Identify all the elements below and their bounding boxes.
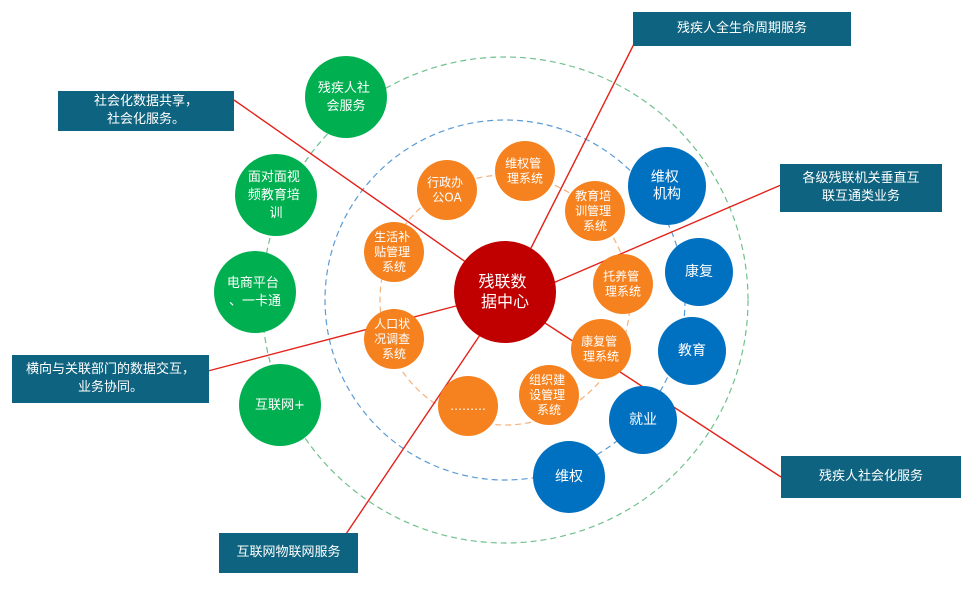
node-rights-mgmt-label: 维权管 理系统 [505,155,545,185]
connector-iot [345,334,481,535]
node-more-circle [438,376,498,436]
node-education-label: 教育 [678,343,706,359]
connector-social-sharing [233,99,471,266]
node-education: 教育 [658,317,726,385]
callout-social-service: 残疾人社会化服务 [781,456,961,498]
node-edu-training-mgmt-label: 教育培 训管理 系统 [575,188,615,233]
node-admin-oa-circle [417,160,477,220]
business-nodes: 维权 机构 康复 教育 就业 维权 [533,147,733,513]
node-more-label: ……… [450,399,486,413]
node-rehab-mgmt-circle [571,319,631,379]
node-ecommerce-circle [214,251,296,333]
node-internet-plus: 互联网+ [239,364,321,446]
callout-vertical: 各级残联机关垂直互 联互通类业务 [780,164,942,212]
node-video-training: 面对面视 频教育培 训 [235,154,317,236]
node-subsidy-mgmt-circle [364,222,424,282]
node-edu-training-mgmt-circle [565,181,625,241]
callout-iot-line-1: 互联网物联网服务 [236,545,341,560]
callout-social-service-line-1: 残疾人社会化服务 [818,469,923,484]
node-social-service: 残疾人社 会服务 [305,56,387,138]
node-rights-mgmt-circle [495,141,555,201]
node-population-survey-circle [364,309,424,369]
callout-horizontal-line-2: 业务协同。 [77,380,143,395]
callout-lifecycle-line-1: 残疾人全生命周期服务 [676,21,807,36]
node-edu-training-mgmt: 教育培 训管理 系统 [565,181,625,241]
node-rights: 维权 [533,441,605,513]
service-nodes: 残疾人社 会服务 面对面视 频教育培 训 电商平台 、一卡通 互联网+ [214,56,387,446]
node-rehab-label: 康复 [685,263,713,280]
node-subsidy-mgmt-label: 生活补 贴管理 系统 [374,230,414,274]
node-ecommerce-label: 电商平台 、一卡通 [227,276,283,309]
node-rehab: 康复 [665,238,733,306]
node-video-training-circle [235,154,317,236]
callout-horizontal: 横向与关联部门的数据交互， 业务协同。 [12,355,209,403]
node-rights-circle [533,441,605,513]
node-admin-oa-label: 行政办 公OA [427,174,467,204]
node-org-build-mgmt-circle [519,365,579,425]
node-care-mgmt-label: 托养管 理系统 [603,268,643,298]
callout-social-sharing: 社会化数据共享， 社会化服务。 [58,91,234,131]
node-care-mgmt: 托养管 理系统 [593,254,653,314]
center-node-circle [454,241,556,343]
connector-vertical [552,184,782,284]
node-social-service-label: 残疾人社 会服务 [318,80,374,114]
node-rights-org-label: 维权 机构 [651,170,683,203]
callout-vertical-line-1: 各级残联机关垂直互 [802,171,920,186]
node-subsidy-mgmt: 生活补 贴管理 系统 [364,222,424,282]
node-employment: 就业 [609,386,677,454]
connector-horizontal [207,305,457,372]
node-video-training-label: 面对面视 频教育培 训 [248,170,304,221]
node-population-survey-label: 人口状 况调查 系统 [374,317,414,361]
node-rehab-mgmt-label: 康复管 理系统 [581,333,621,363]
inner-system-nodes: 行政办 公OA 维权管 理系统 教育培 训管理 系统 托养管 理系统 [364,141,653,436]
node-population-survey: 人口状 况调查 系统 [364,309,424,369]
callout-lifecycle: 残疾人全生命周期服务 [633,12,851,46]
node-rehab-mgmt: 康复管 理系统 [571,319,631,379]
node-org-build-mgmt: 组织建 设管理 系统 [519,365,579,425]
node-rights-org: 维权 机构 [628,147,706,225]
node-rehab-circle [665,238,733,306]
node-rights-label: 维权 [555,469,583,485]
node-social-service-circle [305,56,387,138]
callout-iot: 互联网物联网服务 [219,533,358,573]
callout-horizontal-line-1: 横向与关联部门的数据交互， [25,362,195,377]
node-employment-circle [609,386,677,454]
node-care-mgmt-circle [593,254,653,314]
node-more: ……… [438,376,498,436]
node-internet-plus-circle [239,364,321,446]
node-rights-mgmt: 维权管 理系统 [495,141,555,201]
node-employment-label: 就业 [629,412,657,428]
connector-lifecycle [529,43,635,251]
connector-lines [207,43,782,535]
callout-social-sharing-line-2: 社会化服务。 [106,112,185,127]
node-education-circle [658,317,726,385]
callout-vertical-line-2: 联互通类业务 [821,189,900,204]
callout-social-sharing-line-1: 社会化数据共享， [93,94,198,109]
node-internet-plus-label: 互联网+ [255,398,305,413]
node-org-build-mgmt-label: 组织建 设管理 系统 [529,373,569,417]
node-rights-org-circle [628,147,706,225]
center-node: 残联数 据中心 [454,241,556,343]
node-admin-oa: 行政办 公OA [417,160,477,220]
node-ecommerce: 电商平台 、一卡通 [214,251,296,333]
center-node-label: 残联数 据中心 [478,272,531,311]
